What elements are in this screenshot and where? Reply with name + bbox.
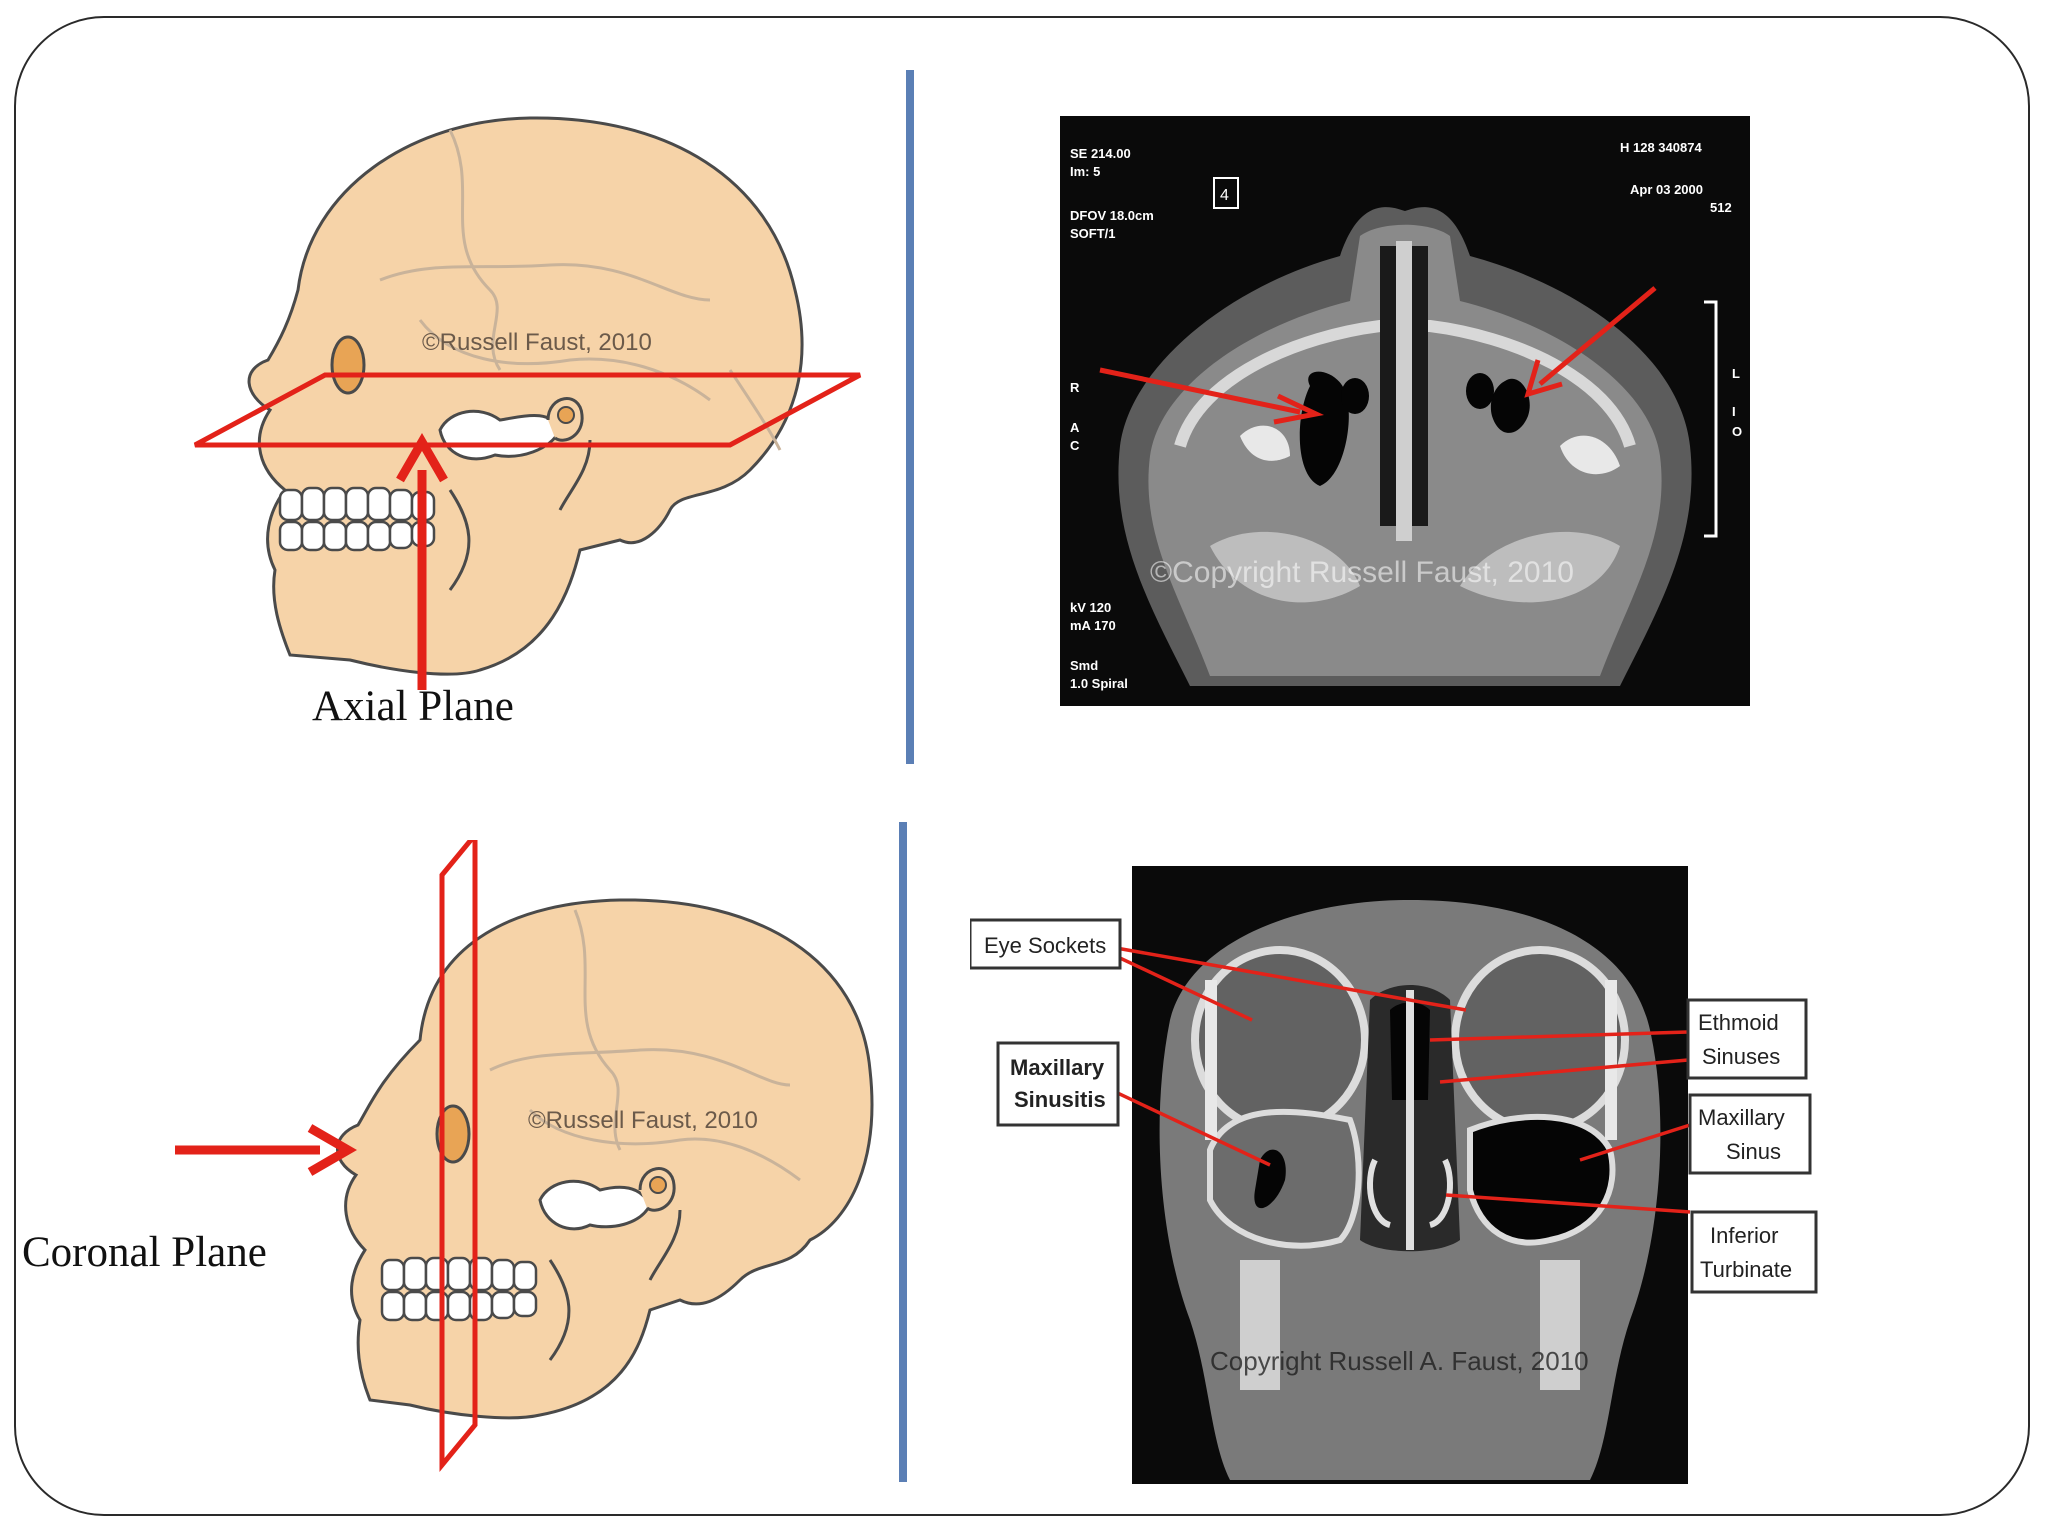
axial-skull-credit: ©Russell Faust, 2010	[422, 329, 652, 356]
coronal-right-maxillary	[1467, 1113, 1616, 1246]
coronal-ct-panel: Copyright Russell A. Faust, 2010 Eye Soc…	[968, 860, 1830, 1490]
ct-header-left-2: Im: 5	[1070, 164, 1100, 179]
axial-plane-label: Axial Plane	[312, 683, 514, 730]
label-inferior-turbinate: Inferior Turbinate	[1690, 1210, 1818, 1294]
ct-side-left-1: R	[1070, 380, 1080, 395]
axial-plane-shape	[193, 372, 862, 448]
ct-header-left-4: SOFT/1	[1070, 226, 1116, 241]
svg-text:Sinus: Sinus	[1726, 1139, 1781, 1164]
svg-text:Maxillary: Maxillary	[1010, 1055, 1105, 1080]
top-divider	[906, 70, 914, 764]
ct-bottom-left-3: Smd	[1070, 658, 1098, 673]
label-maxillary-sinus: Maxillary Sinus	[1688, 1093, 1812, 1175]
ct-axial-watermark: ©Copyright Russell Faust, 2010	[1150, 556, 1574, 589]
ct-side-right-1: L	[1732, 366, 1740, 381]
bottom-divider	[899, 822, 907, 1482]
axial-ct-panel: SE 214.00 Im: 5 DFOV 18.0cm SOFT/1 H 128…	[1060, 116, 1750, 706]
ct-header-right-3: 512	[1710, 200, 1732, 215]
svg-text:Eye Sockets: Eye Sockets	[984, 933, 1106, 958]
svg-text:Inferior: Inferior	[1710, 1223, 1778, 1248]
coronal-plane-shape	[439, 828, 478, 1472]
label-maxillary-sinusitis: Maxillary Sinusitis	[996, 1041, 1120, 1127]
ct-side-right-3: O	[1732, 424, 1742, 439]
teeth	[278, 486, 436, 552]
coronal-plane-panel: ©Russell Faust, 2010 Coronal Plane	[20, 828, 890, 1480]
coronal-skull-credit: ©Russell Faust, 2010	[528, 1107, 758, 1134]
coronal-eye-socket	[435, 1104, 471, 1164]
svg-text:Sinuses: Sinuses	[1702, 1044, 1780, 1069]
ct-bottom-left-2: mA 170	[1070, 618, 1116, 633]
svg-text:Maxillary: Maxillary	[1698, 1105, 1785, 1130]
ct-number: 4	[1220, 187, 1229, 204]
ct-number-box	[1213, 177, 1239, 209]
coronal-ct-scan: Copyright Russell A. Faust, 2010 Eye Soc…	[968, 866, 1818, 1484]
right-maxillary-sinus	[1490, 378, 1530, 433]
axial-skull-diagram: ©Russell Faust, 2010	[193, 116, 862, 690]
ct-bottom-left-4: 1.0 Spiral	[1070, 676, 1128, 691]
eye-socket	[330, 335, 366, 395]
ct-arrow-head-left	[1273, 393, 1324, 425]
coronal-plane-label: Coronal Plane	[22, 1229, 267, 1276]
svg-text:Turbinate: Turbinate	[1700, 1257, 1792, 1282]
ct-bottom-left-1: kV 120	[1070, 600, 1111, 615]
svg-text:Ethmoid: Ethmoid	[1698, 1010, 1779, 1035]
left-maxillary-sinus	[1299, 371, 1349, 486]
ct-scale-bar	[1704, 300, 1718, 538]
ct-header-left-1: SE 214.00	[1070, 146, 1131, 161]
ct-header-right-2: Apr 03 2000	[1630, 182, 1703, 197]
axial-plane-panel: ©Russell Faust, 2010 Axial Plane	[150, 70, 890, 770]
ct-header-right-1: H 128 340874	[1620, 140, 1702, 155]
svg-text:Sinusitis: Sinusitis	[1014, 1087, 1106, 1112]
ct-side-left-3: C	[1070, 438, 1080, 453]
label-ethmoid-sinuses: Ethmoid Sinuses	[1686, 998, 1808, 1080]
ct-header-left-3: DFOV 18.0cm	[1070, 208, 1154, 223]
skull-cranium	[247, 116, 804, 676]
coronal-arrow-head	[307, 1124, 357, 1176]
coronal-skull-cranium	[336, 898, 874, 1420]
coronal-ct-watermark: Copyright Russell A. Faust, 2010	[1210, 1346, 1589, 1376]
ct-side-left-2: A	[1070, 420, 1080, 435]
ct-arrow-head-right	[1524, 359, 1563, 398]
label-eye-sockets: Eye Sockets	[968, 918, 1122, 970]
axial-arrow-head	[396, 433, 448, 483]
axial-ct-scan: SE 214.00 Im: 5 DFOV 18.0cm SOFT/1 H 128…	[1060, 116, 1750, 706]
ct-side-right-2: I	[1732, 404, 1736, 419]
coronal-skull-diagram: ©Russell Faust, 2010	[175, 828, 874, 1472]
